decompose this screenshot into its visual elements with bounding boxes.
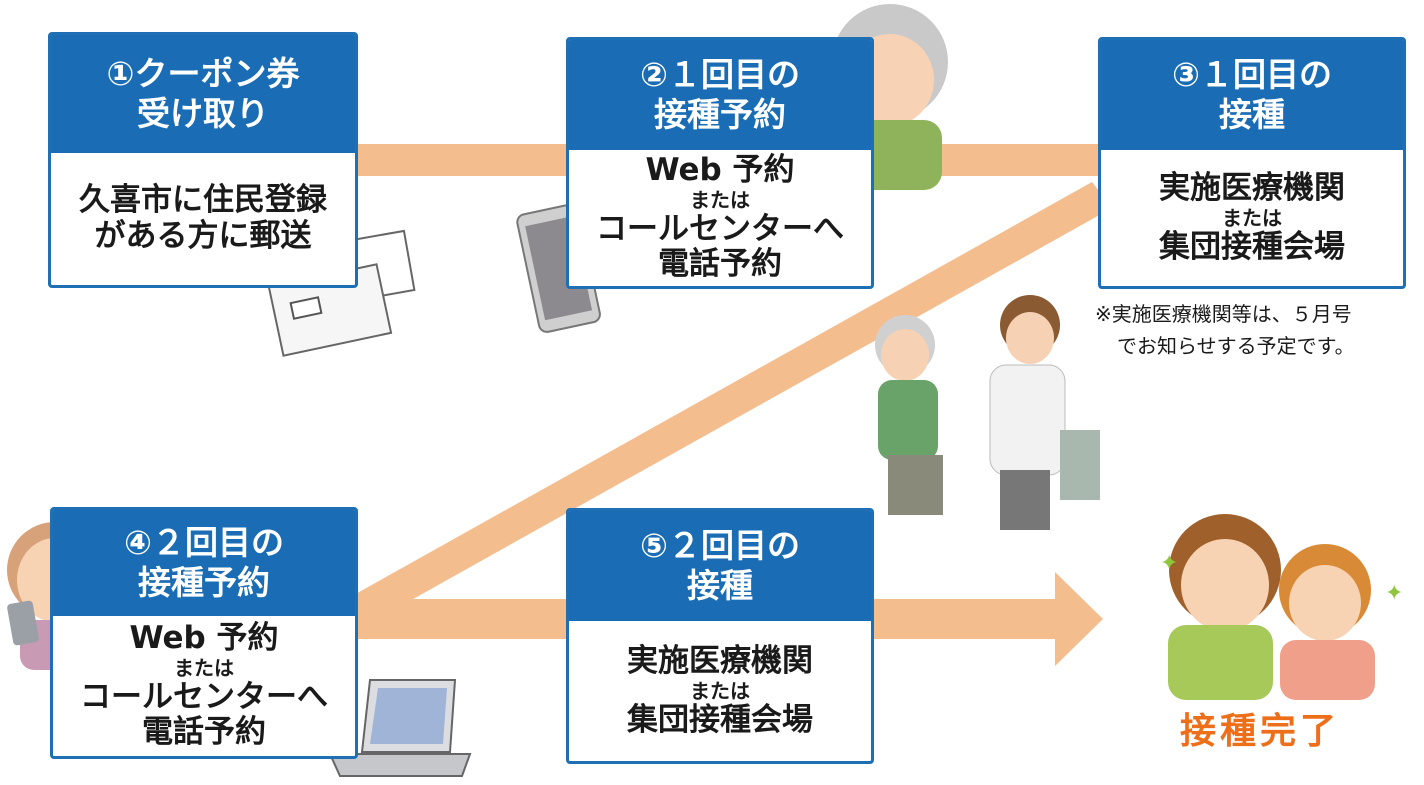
- step-1-header-line-1: ①クーポン券: [106, 54, 300, 94]
- step-3-header: ③１回目の 接種: [1101, 40, 1403, 150]
- step-4-header-line-1: ④２回目の: [124, 523, 284, 563]
- step-3-body: 実施医療機関 または 集団接種会場: [1101, 150, 1403, 286]
- svg-text:✦: ✦: [1385, 581, 1403, 606]
- step-1-header-line-2: 受け取り: [137, 94, 269, 133]
- step-3-card: ③１回目の 接種 実施医療機関 または 集団接種会場: [1098, 37, 1406, 289]
- step-2-header-line-1: ②１回目の: [640, 55, 800, 95]
- step-4-card: ④２回目の 接種予約 Web 予約 または コールセンターへ 電話予約: [50, 507, 358, 759]
- doctor-vaccination-icon: [875, 295, 1100, 530]
- step-5-header-line-2: 接種: [687, 566, 753, 605]
- completion-label: 接種完了: [1180, 711, 1341, 752]
- step-3-header-line-1: ③１回目の: [1172, 55, 1332, 95]
- step-3-header-line-2: 接種: [1219, 95, 1285, 134]
- step-2-body-line-1: Web 予約: [645, 152, 795, 189]
- note-line-2: でお知らせする予定です。: [1117, 334, 1355, 358]
- step-5-body-line-1: 実施医療機関: [627, 642, 813, 679]
- step-4-header: ④２回目の 接種予約: [53, 510, 355, 616]
- step-1-body-line-2: がある方に郵送: [94, 218, 312, 254]
- step-1-card: ①クーポン券 受け取り 久喜市に住民登録 がある方に郵送: [48, 32, 358, 288]
- step-1-header: ①クーポン券 受け取り: [51, 35, 355, 153]
- step-1-body: 久喜市に住民登録 がある方に郵送: [51, 153, 355, 285]
- step-2-header-line-2: 接種予約: [654, 95, 786, 134]
- arrow-5-to-done-shaft: [870, 599, 1060, 639]
- step-2-header: ②１回目の 接種予約: [569, 40, 871, 150]
- step-4-body-line-4: 電話予約: [142, 714, 266, 751]
- happy-couple-icon: ✦ ✦: [1160, 514, 1403, 700]
- step-3-body-line-2: または: [1222, 205, 1282, 230]
- svg-text:✦: ✦: [1160, 551, 1178, 576]
- step-2-card: ②１回目の 接種予約 Web 予約 または コールセンターへ 電話予約: [566, 37, 874, 289]
- step-5-header-line-1: ⑤２回目の: [640, 526, 800, 566]
- note-line-1: ※実施医療機関等は、５月号: [1095, 302, 1352, 326]
- step-2-body-line-4: 電話予約: [658, 246, 782, 283]
- step-5-body-line-2: または: [690, 678, 750, 703]
- step-4-body-line-1: Web 予約: [129, 620, 279, 657]
- step-4-body-line-3: コールセンターへ: [80, 678, 328, 715]
- step-2-body-line-2: または: [690, 187, 750, 212]
- step-1-body-line-1: 久喜市に住民登録: [79, 182, 327, 219]
- step-5-body-line-3: 集団接種会場: [627, 701, 813, 738]
- arrow-4-to-5: [355, 599, 570, 639]
- note-text: ※実施医療機関等は、５月号 でお知らせする予定です。: [1095, 298, 1355, 362]
- laptop-icon: [328, 679, 472, 777]
- arrow-3-to-4: [352, 182, 1112, 622]
- step-5-body: 実施医療機関 または 集団接種会場: [569, 621, 871, 761]
- step-5-header: ⑤２回目の 接種: [569, 511, 871, 621]
- step-3-body-line-3: 集団接種会場: [1159, 228, 1345, 265]
- step-3-body-line-1: 実施医療機関: [1159, 169, 1345, 206]
- arrow-5-to-done-head: [1055, 572, 1103, 666]
- step-4-body: Web 予約 または コールセンターへ 電話予約: [53, 616, 355, 756]
- step-2-body-line-3: コールセンターへ: [596, 210, 844, 247]
- step-4-body-line-2: または: [174, 655, 234, 680]
- step-2-body: Web 予約 または コールセンターへ 電話予約: [569, 150, 871, 286]
- arrow-1-to-2: [355, 144, 570, 176]
- step-4-header-line-2: 接種予約: [138, 563, 270, 602]
- step-5-card: ⑤２回目の 接種 実施医療機関 または 集団接種会場: [566, 508, 874, 764]
